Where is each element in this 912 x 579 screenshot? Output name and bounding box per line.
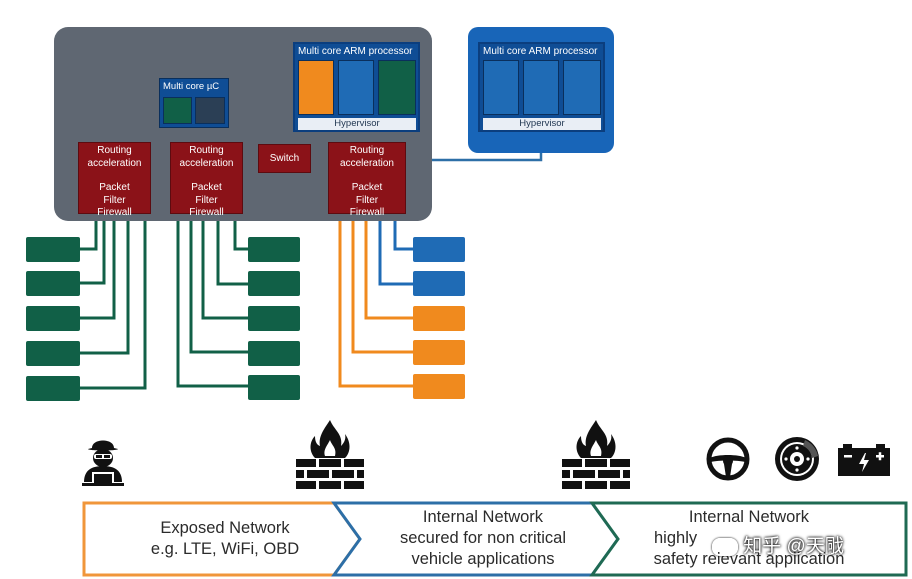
watermark-text: 知乎 @天戙 [743, 536, 844, 557]
mcu-core [163, 97, 192, 124]
wire [79, 213, 106, 285]
router-label-line: Firewall [189, 207, 224, 218]
ecu-box [26, 271, 80, 296]
external-arm-processor: Multi core ARM processor Hypervisor [478, 42, 605, 132]
ecu-box [413, 237, 465, 262]
watermark: 知乎 @天戙 [712, 531, 844, 558]
wechat-icon [712, 537, 738, 556]
router-label-line: Routing [189, 145, 224, 156]
wire [189, 213, 249, 354]
router-label-line: acceleration [179, 157, 234, 169]
router-label-line: Filter [355, 194, 379, 206]
wire [176, 213, 249, 388]
zone-line: highly [654, 529, 698, 547]
zone-noncritical-label: Internal Network secured for non critica… [360, 507, 606, 570]
router-label-line: Filter [195, 194, 218, 206]
ecu-box [26, 306, 80, 331]
router-right: Routing acceleration Packet Filter Firew… [328, 142, 406, 218]
router-label-line: Packet [99, 182, 130, 193]
battery-icon [838, 444, 890, 476]
router-label-line: Firewall [349, 207, 385, 218]
zone-line: Internal Network [688, 508, 810, 526]
ecu-box [248, 237, 300, 262]
ecu-box [248, 375, 300, 400]
zone-safety [589, 501, 908, 577]
ecu-box [413, 306, 465, 331]
wire [79, 213, 130, 355]
arm-core [523, 60, 559, 115]
arm-core [298, 60, 334, 115]
router-middle: Routing acceleration Packet Filter Firew… [170, 142, 243, 218]
ecu-box [26, 376, 80, 401]
arm-core [483, 60, 519, 115]
router-label-line: Firewall [97, 207, 132, 218]
hypervisor-bar: Hypervisor [483, 118, 601, 130]
zone-line: Internal Network [422, 508, 544, 526]
ecu-box [413, 340, 465, 365]
hacker-icon [82, 440, 124, 486]
brake-disc-icon [775, 437, 819, 481]
wire [351, 213, 414, 354]
wire [79, 213, 98, 251]
wire [338, 213, 414, 388]
zone-line: vehicle applications [411, 550, 555, 568]
arm-core [563, 60, 601, 115]
switch-box: Switch [258, 144, 311, 173]
ecu-box [413, 374, 465, 399]
router-label-line: acceleration [87, 157, 142, 169]
zone-line: secured for non critical [400, 529, 566, 547]
ecu-box [248, 341, 300, 366]
arm-core [378, 60, 416, 115]
ecu-box [248, 306, 300, 331]
router-label-line: Packet [191, 182, 222, 193]
zone-line: safety relevant application [653, 550, 845, 568]
arm-label: Multi core ARM processor [483, 46, 598, 57]
mcu-label: Multi core µC [163, 81, 220, 92]
wire [378, 213, 414, 286]
mcu-core [195, 97, 225, 124]
wire [364, 213, 414, 320]
multicore-mcu: Multi core µC [159, 78, 229, 128]
wire [216, 213, 249, 286]
router-label-line: Routing [97, 145, 132, 156]
wire [233, 213, 249, 251]
ecu-box [26, 237, 80, 262]
router-label-line: Filter [103, 194, 126, 206]
wire [79, 213, 116, 320]
arm-core [338, 60, 374, 115]
arm-label: Multi core ARM processor [298, 46, 413, 57]
router-label-line: acceleration [340, 157, 394, 169]
firewall-icon [562, 420, 630, 489]
wire [79, 213, 147, 390]
hypervisor-bar: Hypervisor [298, 118, 416, 130]
steering-wheel-icon [706, 437, 750, 481]
zone-exposed-label: Exposed Network e.g. LTE, WiFi, OBD [95, 518, 355, 560]
router-left: Routing acceleration Packet Filter Firew… [78, 142, 151, 218]
zone-safety-label: Internal Network highly safety relevant … [618, 507, 880, 570]
zone-line: e.g. LTE, WiFi, OBD [150, 540, 300, 558]
router-label-line: Routing [349, 145, 385, 156]
router-label-line: Packet [351, 182, 383, 193]
zone-line: Exposed Network [160, 519, 290, 537]
ecu-box [413, 271, 465, 296]
firewall-icon [296, 420, 364, 489]
gateway-arm-processor: Multi core ARM processor Hypervisor [293, 42, 420, 132]
ecu-box [26, 341, 80, 366]
wire [393, 213, 414, 251]
wire [201, 213, 249, 320]
ecu-box [248, 271, 300, 296]
